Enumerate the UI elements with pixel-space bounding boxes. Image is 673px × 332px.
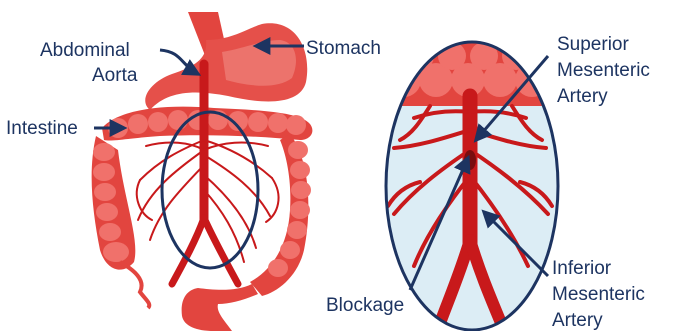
inferior-mesenteric-artery-label-line2: Mesenteric — [552, 283, 645, 306]
aorta-arrow — [160, 50, 198, 74]
stomach-label: Stomach — [306, 37, 381, 60]
intestine-label: Intestine — [6, 117, 78, 140]
superior-mesenteric-artery-label-line2: Mesenteric — [557, 59, 650, 82]
superior-mesenteric-artery-label-line3: Artery — [557, 85, 608, 108]
inferior-mesenteric-artery-label-line1: Inferior — [552, 257, 611, 280]
abdominal-aorta-label-line2: Aorta — [92, 64, 137, 87]
abdominal-aorta-label-line1: Abdominal — [40, 39, 130, 62]
inferior-mesenteric-artery-label-line3: Artery — [552, 309, 603, 332]
blockage-label: Blockage — [326, 294, 404, 317]
highlight-ellipse — [162, 112, 258, 268]
stomach-illustration — [145, 12, 307, 110]
superior-mesenteric-artery-label-line1: Superior — [557, 33, 629, 56]
